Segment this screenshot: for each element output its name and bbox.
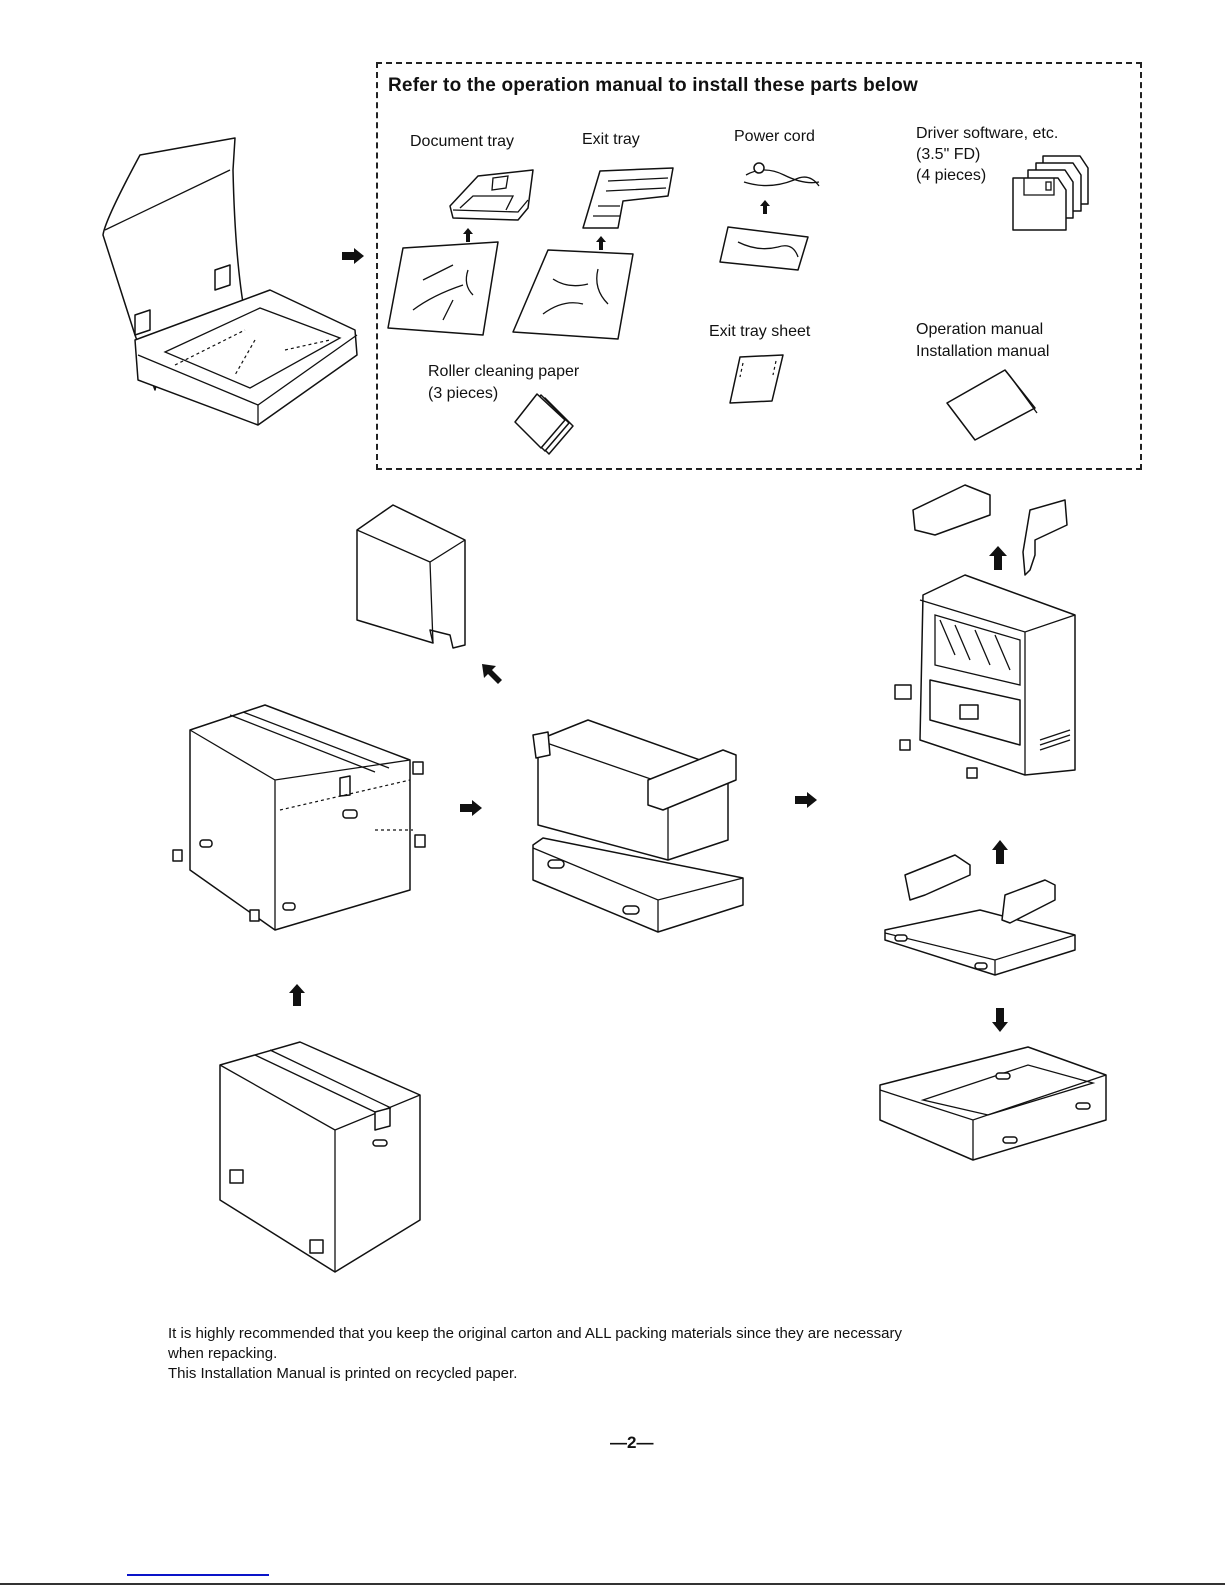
foam-end-caps-illustration [912, 484, 1068, 576]
page-number: —2— [610, 1433, 654, 1452]
roller-cleaning-paper-count: (3 pieces) [428, 385, 499, 402]
document-tray-label: Document tray [410, 133, 515, 150]
arrow-right-icon [795, 792, 817, 808]
power-cord-illustration [743, 162, 820, 187]
arrow-up-icon [992, 840, 1008, 864]
installation-manual-label: Installation manual [916, 343, 1050, 360]
exit-tray-label: Exit tray [582, 131, 640, 148]
arrow-up-icon [289, 984, 305, 1006]
roller-cleaning-paper-label: Roller cleaning paper [428, 363, 580, 380]
parts-box-heading: Refer to the operation manual to install… [388, 75, 918, 96]
plastic-bag-illustration [387, 241, 499, 336]
power-cord-bag-illustration [719, 226, 809, 271]
base-tray-with-foam-illustration [884, 854, 1076, 976]
driver-software-count: (4 pieces) [916, 167, 987, 184]
parts-box [376, 62, 1142, 470]
open-carton-illustration [102, 137, 358, 426]
document-tray-illustration [449, 169, 534, 221]
driver-software-format: (3.5" FD) [916, 146, 981, 163]
arrow-right-icon [460, 800, 482, 816]
exit-tray-illustration [582, 167, 674, 229]
arrow-up-icon [760, 200, 770, 214]
arrow-up-icon [596, 236, 606, 250]
printer-on-base-illustration [532, 719, 744, 933]
arrow-up-left-icon [482, 664, 502, 684]
exit-tray-sheet-illustration [729, 354, 784, 404]
roller-cleaning-paper-illustration [514, 393, 574, 455]
power-cord-label: Power cord [734, 128, 815, 145]
repacking-note: It is highly recommended that you keep t… [168, 1325, 903, 1342]
recycled-paper-note: This Installation Manual is printed on r… [168, 1365, 518, 1382]
top-foam-cover-illustration [356, 504, 466, 649]
repacking-note-continued: when repacking. [168, 1345, 278, 1362]
page-bottom-edge [0, 1583, 1225, 1585]
floppy-disks-icon [1012, 155, 1089, 231]
operation-manual-label: Operation manual [916, 321, 1044, 338]
manual-booklet-illustration [946, 369, 1038, 441]
link-underline [127, 1574, 269, 1576]
driver-software-label: Driver software, etc. [916, 125, 1059, 142]
carton-with-clips-illustration [172, 704, 426, 931]
arrow-up-icon [989, 546, 1007, 570]
arrow-up-icon [463, 228, 473, 242]
empty-base-tray-illustration [879, 1046, 1107, 1161]
closed-carton-illustration [219, 1041, 421, 1273]
plastic-bag-illustration [512, 249, 634, 340]
exit-tray-sheet-label: Exit tray sheet [709, 323, 811, 340]
printer-illustration [894, 574, 1076, 779]
arrow-right-icon [342, 248, 364, 264]
arrow-down-icon [992, 1008, 1008, 1032]
